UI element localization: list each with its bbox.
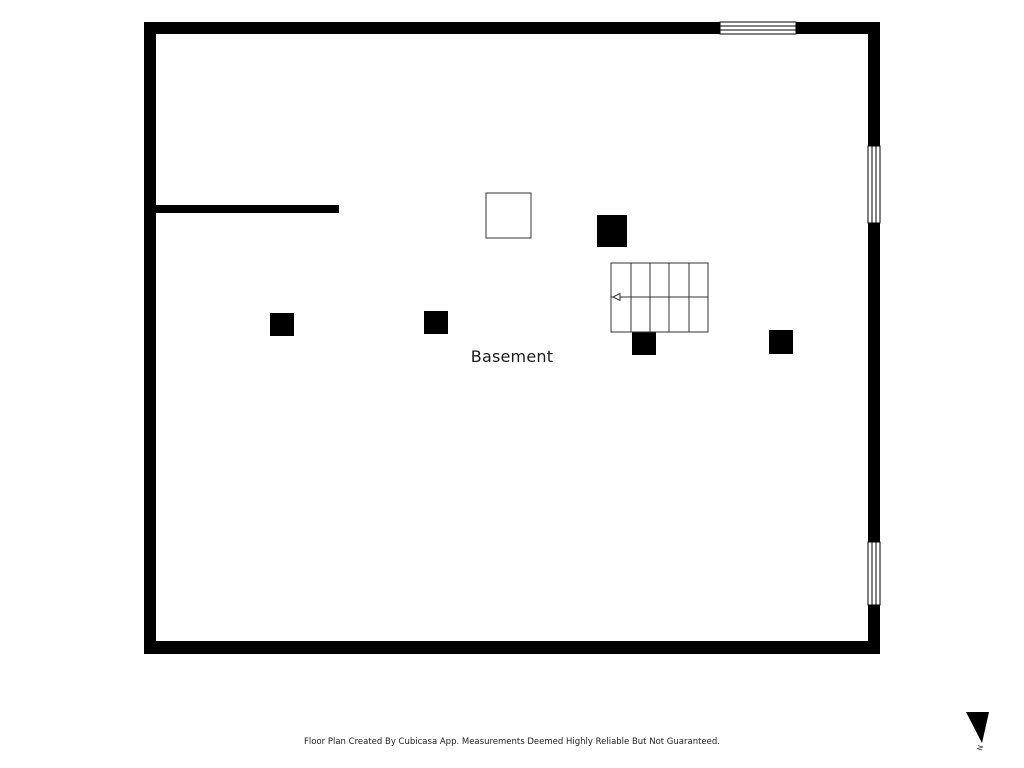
wall-top-left xyxy=(144,22,720,34)
column-5 xyxy=(769,330,793,354)
interior-wall xyxy=(156,205,339,213)
north-arrow-icon xyxy=(966,712,989,743)
support-columns xyxy=(270,215,793,355)
column-1 xyxy=(597,215,627,247)
wall-left xyxy=(144,22,156,654)
room-label-basement: Basement xyxy=(470,347,554,366)
fixture-outline xyxy=(485,192,532,239)
column-2 xyxy=(270,313,294,336)
window-top xyxy=(719,21,797,35)
staircase xyxy=(610,262,709,333)
stair-direction-arrow-icon xyxy=(611,292,621,302)
disclaimer-text: Floor Plan Created By Cubicasa App. Meas… xyxy=(304,737,720,747)
column-4 xyxy=(632,332,656,355)
window-right-lower xyxy=(867,541,881,606)
wall-bottom xyxy=(144,641,880,654)
wall-right-middle xyxy=(868,223,880,542)
window-right-upper xyxy=(867,145,881,224)
wall-right-upper xyxy=(868,22,880,146)
wall-right-lower xyxy=(868,605,880,654)
exterior-walls xyxy=(144,22,880,654)
wall-top-right xyxy=(796,22,880,34)
column-3 xyxy=(424,311,448,334)
